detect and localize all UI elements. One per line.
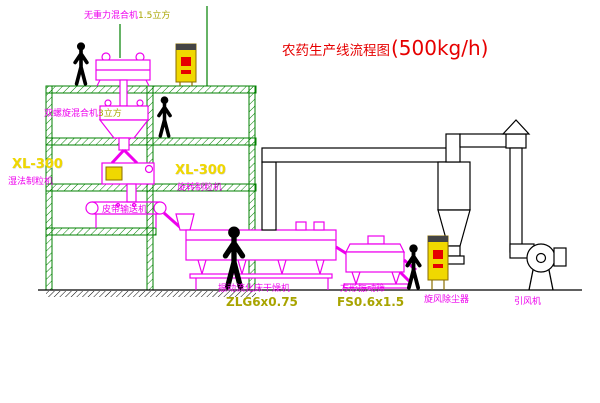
screw-mixer (98, 99, 150, 165)
conveyor-label: 皮带输送机 (102, 205, 148, 215)
granulator-left-name: 湿法制粒机 (8, 177, 54, 187)
worker-figure (73, 42, 89, 86)
cyclone-label: 旋风除尘器 (424, 295, 470, 305)
induced-draft-fan (509, 243, 567, 291)
belt-conveyor (85, 201, 183, 231)
mixer-top-name: 无重力混合机 (84, 11, 139, 21)
diagram-title-text: 农药生产线流程图 (282, 43, 390, 59)
granulator-left-model: XL-300 (12, 157, 63, 172)
exhaust-ducting (261, 147, 449, 231)
control-cabinet-lower (427, 235, 449, 290)
diagram-title-capacity: (500kg/h) (391, 36, 489, 60)
screen-model: FS0.6x1.5 (337, 295, 405, 309)
dryer-model: ZLG6x0.75 (226, 295, 298, 309)
fan-label: 引风机 (514, 297, 542, 307)
granulator-mid-model: XL-300 (175, 163, 226, 178)
granulator-mid-name: 旋转制粒机 (177, 183, 223, 193)
ground-line (38, 289, 582, 297)
worker-figure (157, 96, 172, 138)
screen-label: 方形振动筛 (340, 284, 386, 294)
mixer-top-spec: 1.5立方 (138, 11, 171, 21)
worker-figure (405, 244, 422, 290)
gravity-mixer (95, 52, 151, 107)
granulator (101, 162, 155, 203)
building-structure (45, 6, 257, 291)
exhaust-stack (459, 119, 531, 253)
dryer-label: 振动流化床干燥机 (218, 284, 291, 294)
mixer-top-label: 无重力混合机1.5立方 (84, 11, 171, 21)
mixer-mid-name: 双螺旋混合机 (44, 109, 99, 119)
vibrating-screen (343, 235, 417, 289)
mixer-mid-label: 双螺旋混合机3立方 (44, 109, 122, 119)
diagram-title: 农药生产线流程图(500kg/h) (282, 38, 488, 59)
control-cabinet-upper (175, 43, 197, 86)
mixer-mid-spec: 3立方 (98, 109, 122, 119)
fluid-bed-dryer (175, 213, 353, 290)
